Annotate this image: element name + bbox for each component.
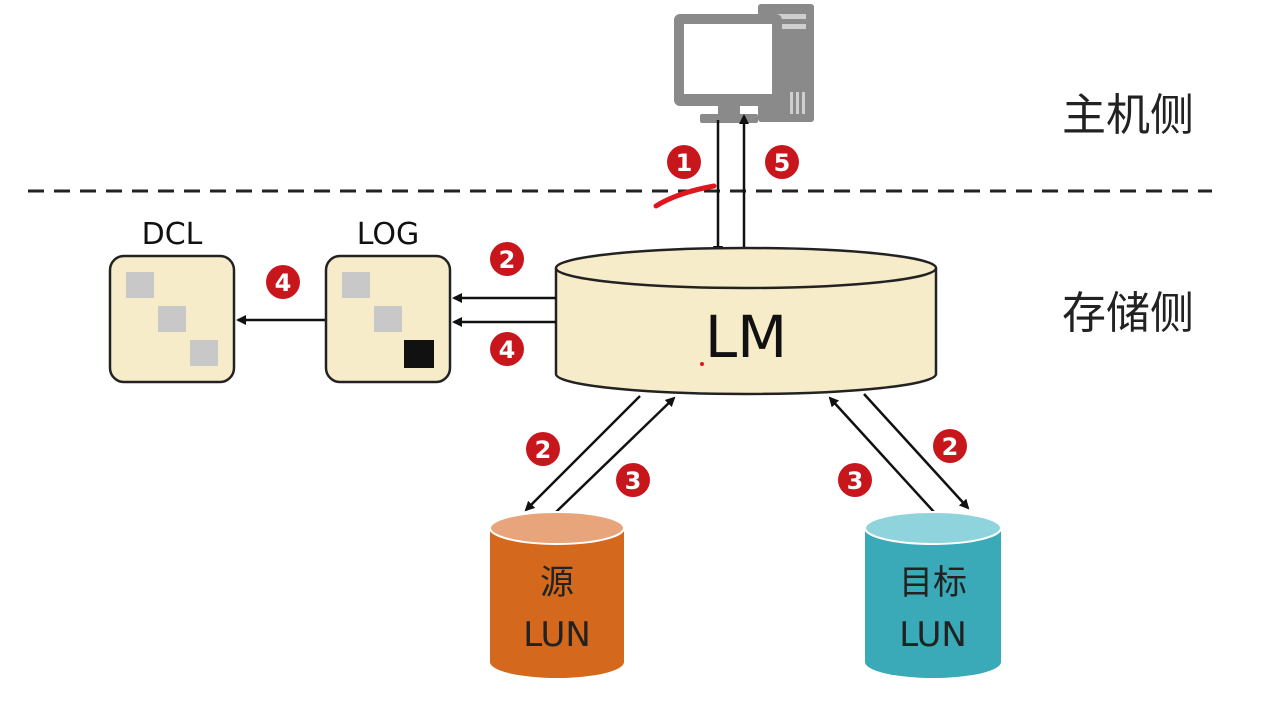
red-annotation-mark <box>653 183 717 209</box>
step-badge-4-dcl: 4 <box>266 265 300 299</box>
target-lun-label-line1: 目标 <box>899 563 967 603</box>
step-badge-2-log-text: 2 <box>499 246 516 274</box>
step-badge-3-target-text: 3 <box>847 467 864 495</box>
step-badge-2-target: 2 <box>933 429 967 463</box>
step-badge-2-target-text: 2 <box>942 433 959 461</box>
step-badge-5-text: 5 <box>774 149 791 177</box>
step-badge-2-log: 2 <box>490 242 524 276</box>
source-lun-cylinder <box>489 511 625 678</box>
source-lun-label-line2: LUN <box>523 615 591 655</box>
step-badge-5: 5 <box>765 145 799 179</box>
dcl-label: DCL <box>142 217 203 252</box>
lm-label: LM <box>705 303 787 371</box>
source-lun-label-line1: 源 <box>540 563 574 603</box>
step-badge-3-target: 3 <box>838 463 872 497</box>
step-badge-1: 1 <box>667 145 701 179</box>
step-badge-1-text: 1 <box>676 149 693 177</box>
log-label: LOG <box>357 217 420 252</box>
lm-cylinder <box>554 246 938 396</box>
target-lun-label-line2: LUN <box>899 615 967 655</box>
storage-side-label: 存储侧 <box>1062 288 1194 339</box>
arrow-source-to-lm <box>555 396 676 513</box>
step-badge-4-log: 4 <box>490 332 524 366</box>
step-badge-2-source-text: 2 <box>535 436 552 464</box>
step-badge-4-log-text: 4 <box>499 336 516 364</box>
arrow-target-to-lm <box>828 396 935 513</box>
desktop-computer-icon <box>674 4 814 123</box>
step-badge-4-dcl-text: 4 <box>275 269 292 297</box>
arrow-lm-to-source <box>524 395 641 512</box>
log-box <box>324 254 452 384</box>
step-badge-3-source-text: 3 <box>625 467 642 495</box>
arrow-lm-to-target <box>863 393 970 510</box>
target-lun-cylinder <box>864 511 1002 678</box>
step-badge-2-source: 2 <box>526 432 560 466</box>
dcl-box <box>108 254 236 384</box>
host-side-label: 主机侧 <box>1062 90 1194 141</box>
step-badge-3-source: 3 <box>616 463 650 497</box>
